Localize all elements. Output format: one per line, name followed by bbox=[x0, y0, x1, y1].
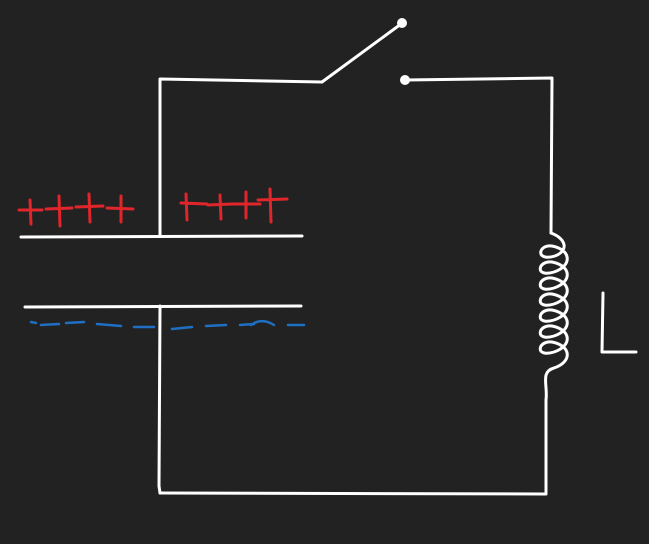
positive-charges bbox=[17, 187, 289, 228]
plus-sign bbox=[44, 194, 74, 228]
plus-sign bbox=[74, 192, 105, 224]
negative-charges bbox=[29, 320, 306, 331]
switch-terminal-open bbox=[397, 18, 407, 28]
capacitor-top-plate bbox=[19, 234, 304, 239]
plus-sign bbox=[256, 187, 289, 224]
plus-sign bbox=[179, 192, 209, 222]
plus-sign bbox=[17, 198, 44, 226]
minus-sign bbox=[29, 320, 38, 325]
wire-top-left bbox=[158, 77, 324, 238]
capacitor-bottom-plate bbox=[23, 304, 303, 309]
minus-sign bbox=[204, 323, 228, 328]
minus-sign bbox=[170, 325, 194, 331]
minus-sign bbox=[95, 322, 123, 328]
switch-blade bbox=[320, 22, 403, 84]
inductor-label-glyph bbox=[600, 291, 638, 354]
plus-sign bbox=[105, 194, 135, 224]
wire-top-right bbox=[403, 76, 554, 235]
plus-sign bbox=[206, 193, 234, 221]
minus-sign bbox=[249, 320, 276, 327]
wire-right-bottom bbox=[158, 398, 548, 496]
minus-sign bbox=[64, 320, 86, 325]
inductor-coil bbox=[538, 231, 569, 402]
wire-bottom-left bbox=[157, 304, 162, 495]
minus-sign bbox=[39, 322, 61, 327]
plus-sign bbox=[230, 190, 262, 220]
